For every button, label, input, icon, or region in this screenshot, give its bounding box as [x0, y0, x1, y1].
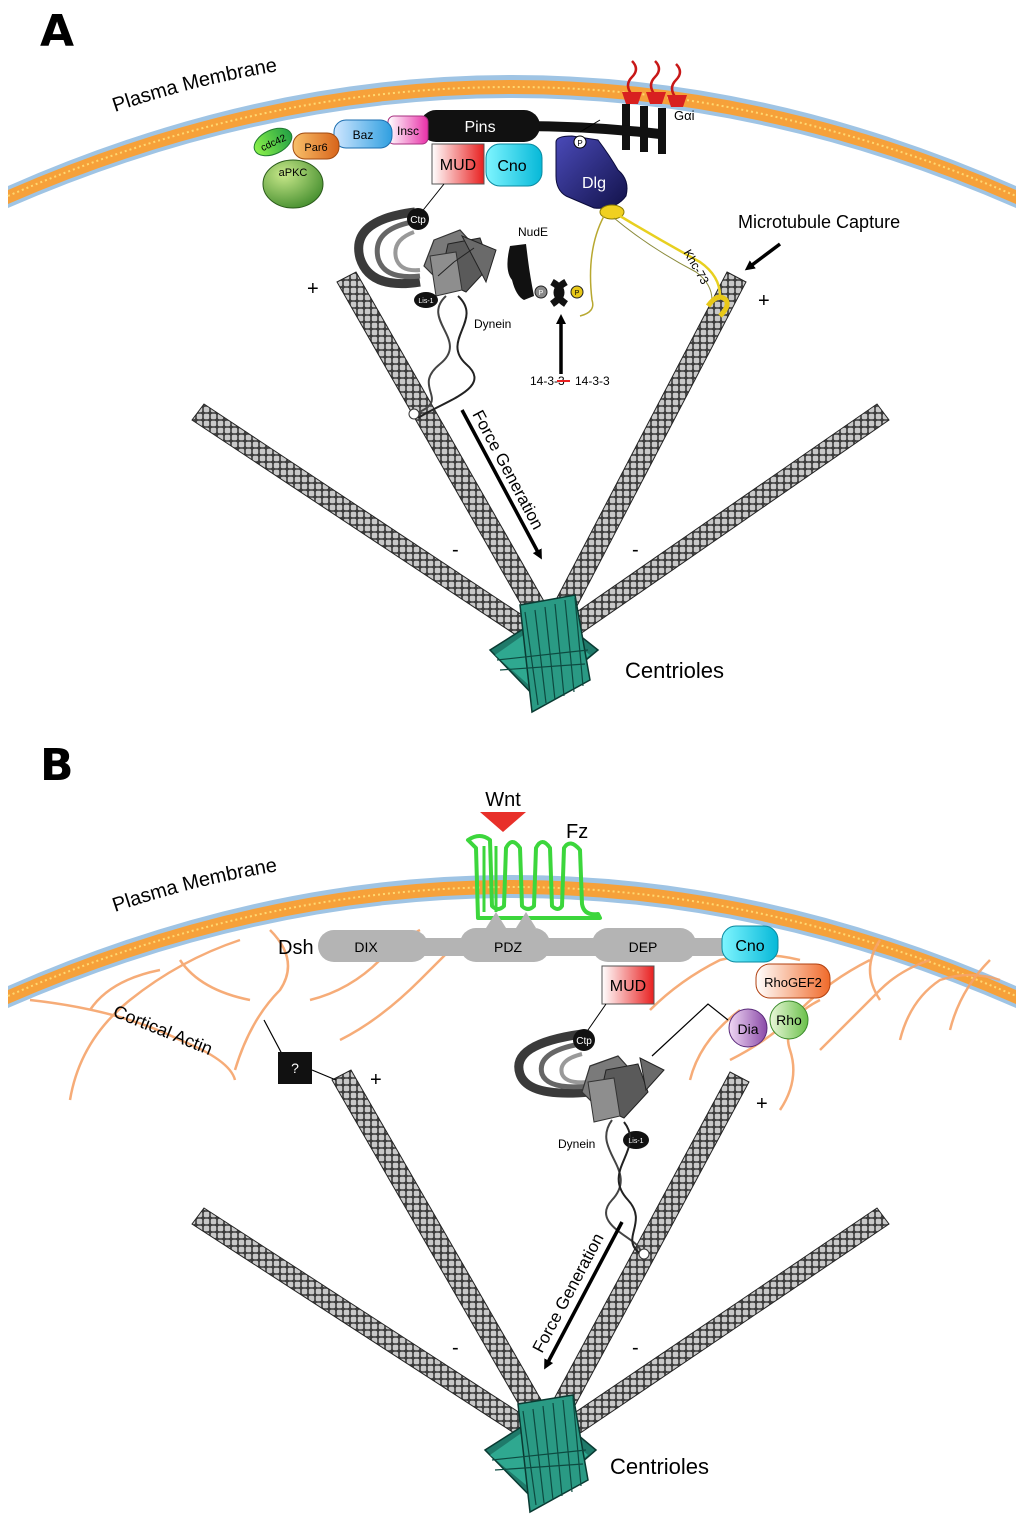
khc73	[579, 204, 730, 318]
unknown-mt-link	[311, 1069, 337, 1081]
pins-linker	[519, 121, 661, 139]
minus-end-right-a: -	[632, 539, 639, 561]
dep-label: DEP	[629, 939, 658, 955]
mud-ctp-link-b	[587, 1003, 607, 1031]
panel-a: A Plasma Membrane	[7, 6, 1017, 714]
rho	[769, 1000, 809, 1040]
apkc	[262, 159, 324, 209]
dlg-pins-link	[579, 119, 601, 133]
minus-end-right-b: -	[632, 1337, 639, 1359]
par6	[292, 132, 340, 160]
fz-label: Fz	[566, 821, 588, 843]
galpha-label: Gαi	[674, 108, 695, 123]
centrioles-b	[483, 1394, 598, 1514]
rho-label: Rho	[776, 1012, 802, 1028]
force-arrow-b	[544, 1221, 624, 1370]
dynein-label-b: Dynein	[558, 1137, 595, 1151]
dsh-label: Dsh	[278, 937, 314, 959]
dia-label: Dia	[737, 1021, 758, 1037]
ctp-label-a: Ctp	[410, 215, 426, 226]
minus-end-left-a: -	[452, 539, 459, 561]
microtubules-a	[191, 271, 890, 642]
panel-a-letter: A	[40, 6, 74, 57]
minus-end-left-b: -	[452, 1337, 459, 1359]
mud-a	[431, 143, 485, 185]
fourteen33-left-label: 14-3-3	[530, 374, 565, 388]
nude-label: NudE	[518, 225, 548, 239]
cno-a	[485, 143, 543, 187]
dix-label: DIX	[354, 939, 378, 955]
plus-end-right-a: +	[758, 290, 770, 312]
unknown-factor-label: ?	[291, 1060, 299, 1076]
capture-arrow	[744, 242, 782, 271]
cdc42	[253, 127, 293, 157]
plasma-membrane-a	[7, 75, 1017, 208]
force-arrow-a	[460, 409, 542, 560]
plus-end-left-a: +	[307, 278, 319, 300]
mud-label-a: MUD	[440, 157, 476, 174]
unknown-factor	[278, 1052, 312, 1084]
phospho-dlg-label: P	[577, 139, 582, 148]
mud-b	[601, 965, 655, 1005]
phospho-dlg-icon	[573, 135, 587, 149]
cno-label-a: Cno	[497, 158, 526, 175]
cortical-actin-label: Cortical Actin	[111, 1001, 216, 1059]
plus-end-right-b: +	[756, 1093, 768, 1115]
centrioles-label-b: Centrioles	[610, 1454, 709, 1479]
fourteen33-right-label: 14-3-3	[575, 374, 610, 388]
centrioles-a	[488, 594, 600, 714]
cno-b	[721, 925, 779, 963]
microtubules-b	[191, 1069, 890, 1441]
pins-label: Pins	[464, 119, 495, 136]
wnt-label: Wnt	[485, 789, 521, 811]
phospho-nude-label: P	[539, 290, 544, 297]
mud-label-b: MUD	[610, 978, 646, 995]
baz	[333, 119, 393, 149]
dia	[728, 1008, 768, 1048]
mud-ctp-link-a	[419, 183, 445, 215]
plus-end-left-b: +	[370, 1069, 382, 1091]
dynein-complex-a	[354, 207, 584, 420]
cno-label-b: Cno	[735, 938, 764, 955]
pins	[420, 110, 540, 142]
panel-b-letter: B	[40, 740, 74, 791]
dynein-complex-b	[514, 1029, 665, 1260]
lis1-label-b: Lis-1	[628, 1138, 643, 1145]
dia-dynein-link	[651, 1003, 729, 1057]
rhogef2	[755, 963, 831, 999]
insc-label: Insc	[397, 124, 419, 138]
dlg	[555, 135, 628, 209]
capture-label: Microtubule Capture	[738, 212, 900, 232]
baz-label: Baz	[353, 128, 374, 142]
phospho-1433-label: P	[575, 290, 580, 297]
pdz-label: PDZ	[494, 939, 522, 955]
rhogef2-label: RhoGEF2	[764, 975, 822, 990]
plasma-membrane-b	[7, 875, 1017, 1008]
apkc-label: aPKC	[279, 167, 308, 179]
panel-b: B Plasma Membrane Cort	[7, 740, 1017, 1514]
unknown-actin-link	[263, 1019, 283, 1055]
centrioles-label-a: Centrioles	[625, 658, 724, 683]
dynein-label-a: Dynein	[474, 317, 511, 331]
frizzled-helices	[482, 846, 498, 912]
wnt	[480, 812, 526, 832]
par6-label: Par6	[304, 142, 327, 154]
dlg-label: Dlg	[582, 175, 606, 192]
ctp-label-b: Ctp	[576, 1036, 592, 1047]
cortical-actin	[29, 928, 1001, 1111]
lis1-label-a: Lis-1	[418, 298, 433, 305]
